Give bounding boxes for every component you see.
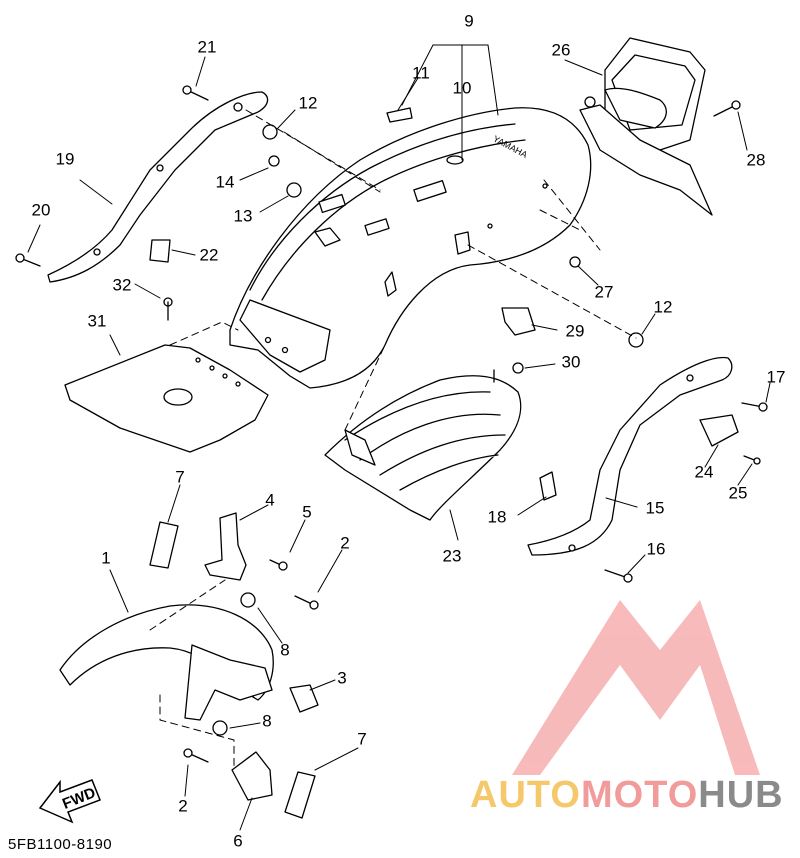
left-fender-stay — [47, 91, 269, 283]
callout-31: 31 — [87, 311, 107, 331]
callout-9: 9 — [464, 11, 474, 31]
right-fender-stay — [527, 356, 733, 556]
callout-18: 18 — [487, 507, 507, 527]
callout-29: 29 — [565, 321, 585, 341]
callout-12-right: 12 — [653, 297, 673, 317]
callout-14: 14 — [215, 172, 235, 192]
callout-32: 32 — [112, 275, 132, 295]
leader-lines — [27, 44, 771, 831]
small-parts — [149, 124, 739, 736]
rear-fender — [229, 107, 592, 389]
callout-26: 26 — [551, 40, 571, 60]
front-fender-bracket-upper — [204, 512, 247, 581]
bolts — [15, 85, 768, 763]
brand-auto: AUTO — [470, 774, 581, 816]
callout-10: 10 — [452, 78, 472, 98]
callout-3: 3 — [337, 668, 347, 688]
callout-24: 24 — [694, 462, 714, 482]
callout-12: 12 — [298, 93, 318, 113]
callout-7: 7 — [175, 467, 185, 487]
callout-30: 30 — [561, 352, 581, 372]
callout-4: 4 — [265, 490, 275, 510]
taillight-assembly — [579, 37, 713, 216]
brand-moto: MOTO — [580, 774, 699, 816]
callout-13: 13 — [233, 206, 253, 226]
callout-11: 11 — [412, 63, 430, 83]
brand-hub: HUB — [698, 774, 784, 816]
reflector-lower — [284, 771, 316, 819]
watermark-brand: AUTOMOTOHUB — [470, 776, 784, 814]
callout-15: 15 — [645, 498, 665, 518]
rear-flap — [324, 375, 522, 521]
license-plate-bracket — [64, 344, 269, 453]
callout-8: 8 — [280, 640, 290, 660]
front-fender — [59, 604, 274, 721]
fwd-arrow — [38, 779, 101, 824]
front-fender-bracket-lower — [231, 751, 273, 801]
callout-19: 19 — [55, 149, 75, 169]
callout-21: 21 — [197, 37, 217, 57]
callout-23: 23 — [442, 546, 462, 566]
callout-2: 2 — [340, 533, 350, 553]
callout-17: 17 — [766, 367, 786, 387]
assembly-dashed-lines — [149, 109, 637, 771]
callout-16: 16 — [646, 539, 666, 559]
callout-6: 6 — [233, 831, 243, 851]
callout-22: 22 — [199, 245, 219, 265]
callout-5: 5 — [302, 502, 312, 522]
callout-1: 1 — [101, 548, 111, 568]
automotohub-logo — [512, 600, 760, 775]
part-code: 5FB1100-8190 — [8, 836, 113, 853]
callout-28: 28 — [746, 150, 766, 170]
callout-20: 20 — [31, 200, 51, 220]
callout-2-lower: 2 — [178, 796, 188, 816]
callout-27: 27 — [594, 282, 614, 302]
reflector-upper — [149, 521, 179, 569]
callout-7-lower: 7 — [357, 729, 367, 749]
callout-25: 25 — [728, 483, 748, 503]
callout-8-lower: 8 — [262, 711, 272, 731]
